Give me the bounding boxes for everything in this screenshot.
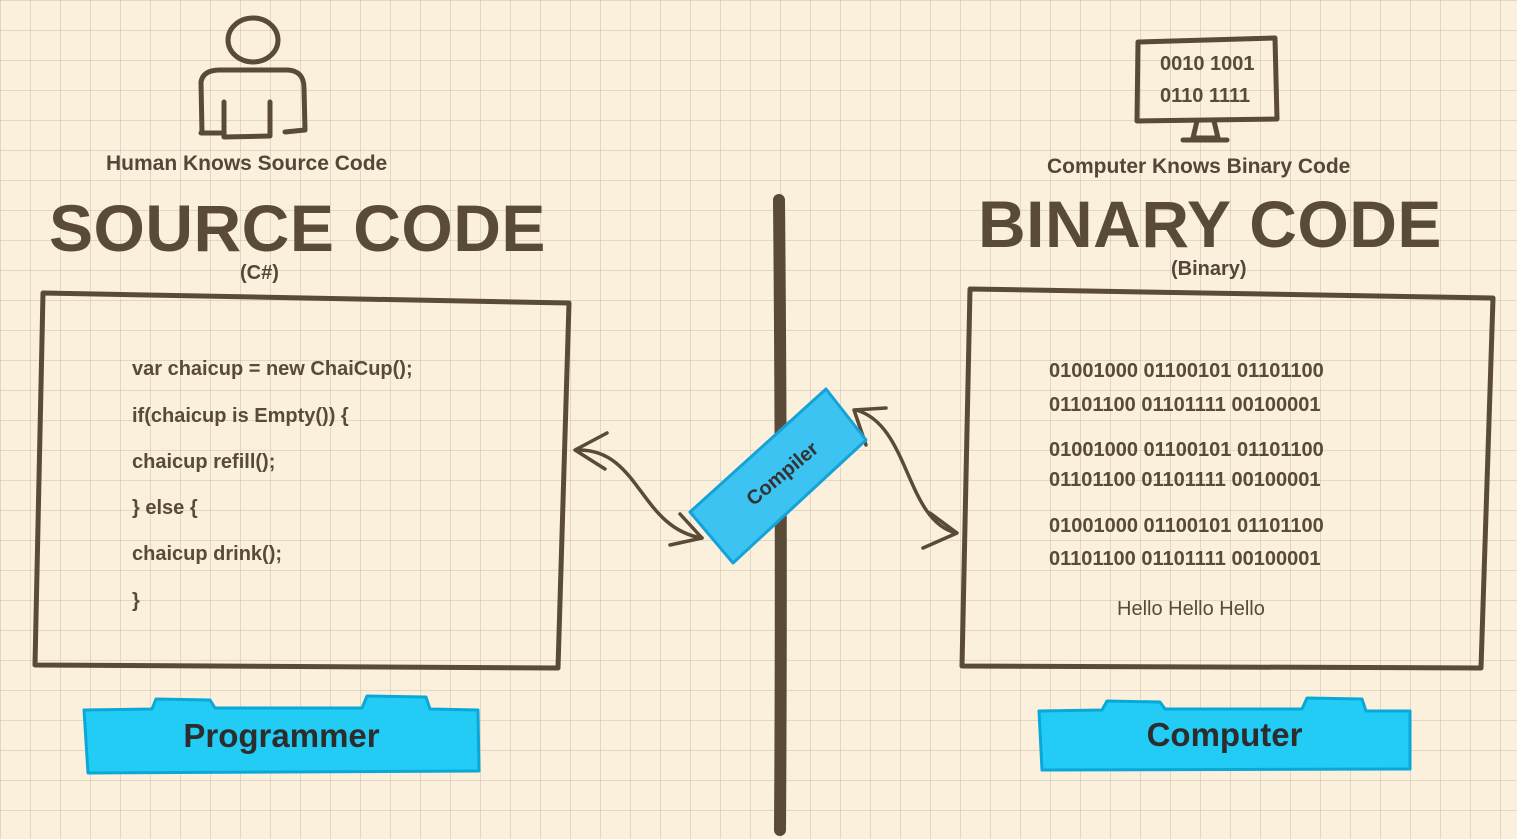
programmer-tag — [82, 694, 481, 775]
binary-line: 01101100 01101111 00100001 — [1049, 548, 1321, 570]
binary-line: 01001000 01100101 01101100 — [1049, 360, 1324, 382]
code-line: if(chaicup is Empty()) { — [132, 405, 349, 427]
binary-line: 01001000 01100101 01101100 — [1049, 439, 1324, 461]
right-arrow — [852, 406, 959, 550]
computer-label: Computer — [1146, 716, 1303, 753]
source-code-title: SOURCE CODE — [49, 191, 546, 265]
source-code-box — [32, 290, 572, 671]
left-arrow — [573, 431, 704, 547]
monitor-line: 0110 1111 — [1160, 85, 1251, 107]
binary-code-box — [959, 286, 1496, 671]
source-code-subtitle: (C#) — [240, 262, 279, 284]
binary-code-subtitle: (Binary) — [1171, 258, 1247, 280]
hello-text: Hello Hello Hello — [1117, 598, 1265, 620]
code-line: var chaicup = new ChaiCup(); — [132, 358, 413, 380]
computer-tag — [1037, 696, 1412, 772]
monitor-line: 0010 1001 — [1160, 53, 1255, 75]
code-line: chaicup drink(); — [132, 543, 283, 565]
code-line: } — [132, 590, 140, 612]
human-caption: Human Knows Source Code — [106, 152, 388, 175]
monitor-icon — [1134, 35, 1280, 143]
binary-line: 01001000 01100101 01101100 — [1049, 515, 1324, 537]
binary-line: 01101100 01101111 00100001 — [1049, 469, 1321, 491]
person-icon — [198, 15, 308, 140]
binary-line: 01101100 01101111 00100001 — [1049, 394, 1321, 416]
programmer-label: Programmer — [183, 717, 380, 754]
code-line: chaicup refill(); — [132, 451, 276, 473]
compiler-box — [688, 387, 868, 565]
computer-caption: Computer Knows Binary Code — [1047, 155, 1351, 178]
code-line: } else { — [132, 497, 198, 519]
binary-code-title: BINARY CODE — [978, 187, 1442, 261]
